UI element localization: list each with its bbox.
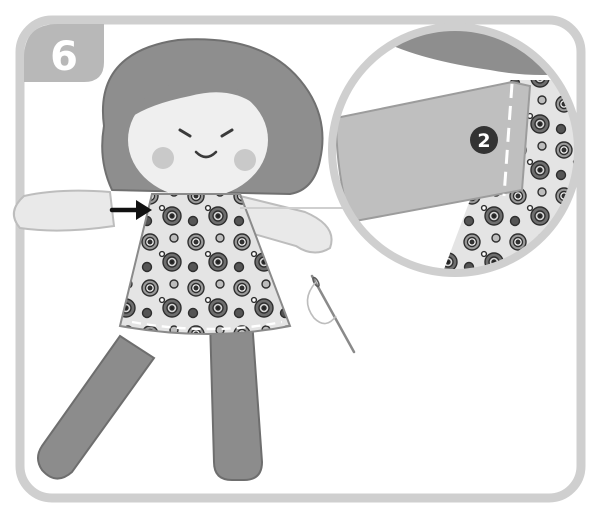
doll-left-arm [14, 191, 114, 231]
doll-right-leg [210, 320, 262, 480]
step-number: 6 [50, 34, 78, 80]
callout-number: 2 [477, 130, 490, 152]
doll-cheek-right [234, 149, 256, 171]
doll-cheek-left [152, 147, 174, 169]
